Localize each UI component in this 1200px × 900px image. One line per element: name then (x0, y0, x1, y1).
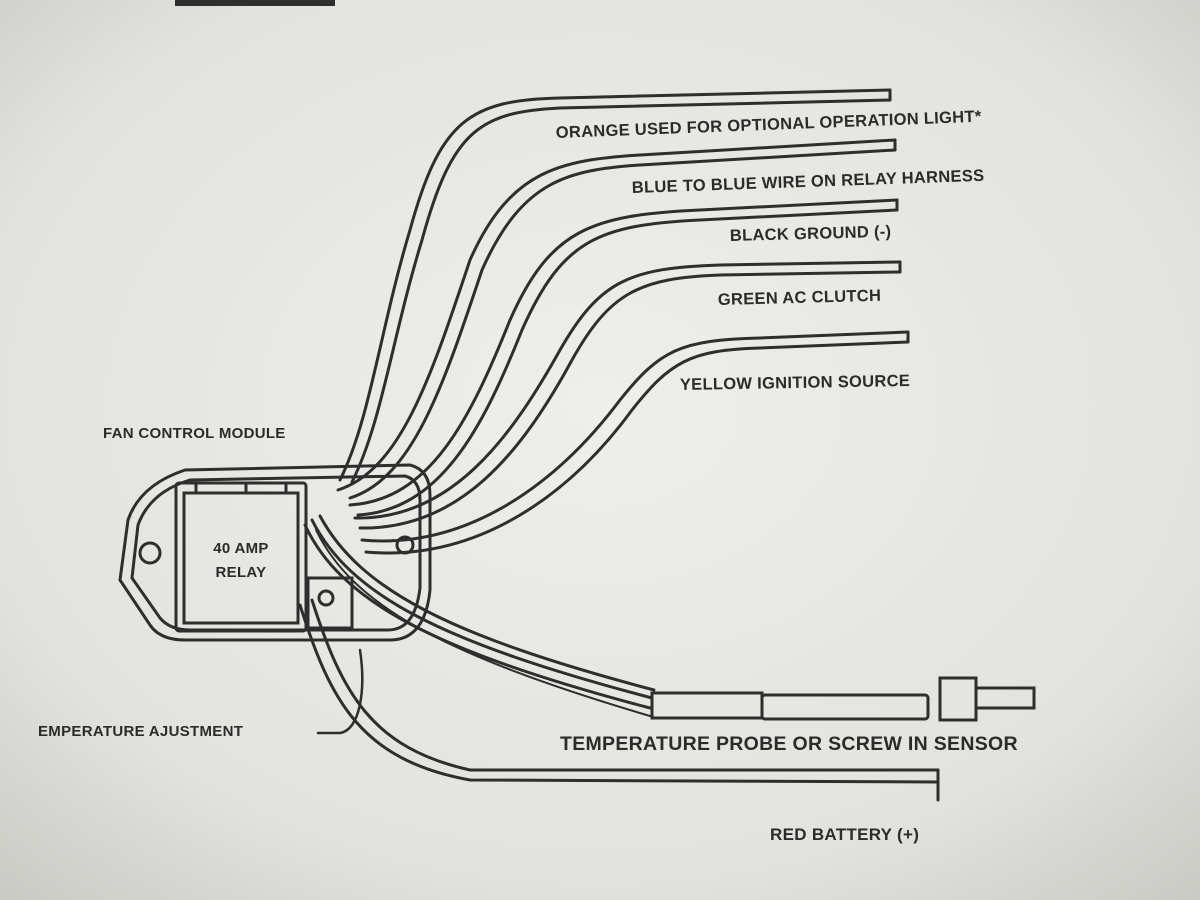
label-wire-red: RED BATTERY (+) (770, 825, 919, 844)
wire-yellow (360, 330, 910, 543)
label-module: FAN CONTROL MODULE (103, 425, 286, 442)
probe-cable (303, 514, 656, 717)
wire-yellow-inner (364, 340, 910, 555)
fan-control-module (118, 463, 432, 642)
label-wire-black: BLACK GROUND (-) (730, 223, 892, 245)
label-adjustment: EMPERATURE AJUSTMENT (38, 723, 243, 740)
label-wire-yellow: YELLOW IGNITION SOURCE (680, 372, 911, 394)
wire-red-inner (310, 598, 940, 772)
probe-sleeve-2 (760, 693, 930, 721)
label-wire-green: GREEN AC CLUTCH (718, 287, 882, 309)
adjustment-knob (317, 589, 335, 607)
relay-outer (174, 481, 308, 633)
adjustment-leader (316, 648, 364, 735)
label-relay-line1: 40 AMP (213, 540, 268, 557)
sensor-thread (974, 686, 1036, 710)
adjustment-knob-housing (306, 576, 354, 630)
wire-red-group (298, 598, 940, 802)
module-housing (118, 463, 432, 642)
wire-blue-inner (348, 148, 897, 500)
relay-inner (182, 491, 300, 625)
wire-bundle-upper (336, 88, 910, 555)
wire-orange (338, 88, 892, 482)
mounting-hole-left (138, 541, 162, 565)
mounting-hole-right (395, 535, 415, 555)
wire-red (298, 603, 940, 784)
wire-orange-inner (350, 98, 892, 484)
wire-black-inner (356, 208, 899, 517)
wire-blue (336, 138, 897, 492)
top-edge-mark (175, 0, 335, 6)
label-relay-line2: RELAY (216, 564, 267, 581)
wire-green-inner (358, 270, 902, 530)
label-probe: TEMPERATURE PROBE OR SCREW IN SENSOR (560, 733, 1018, 755)
temperature-probe (650, 676, 1036, 722)
